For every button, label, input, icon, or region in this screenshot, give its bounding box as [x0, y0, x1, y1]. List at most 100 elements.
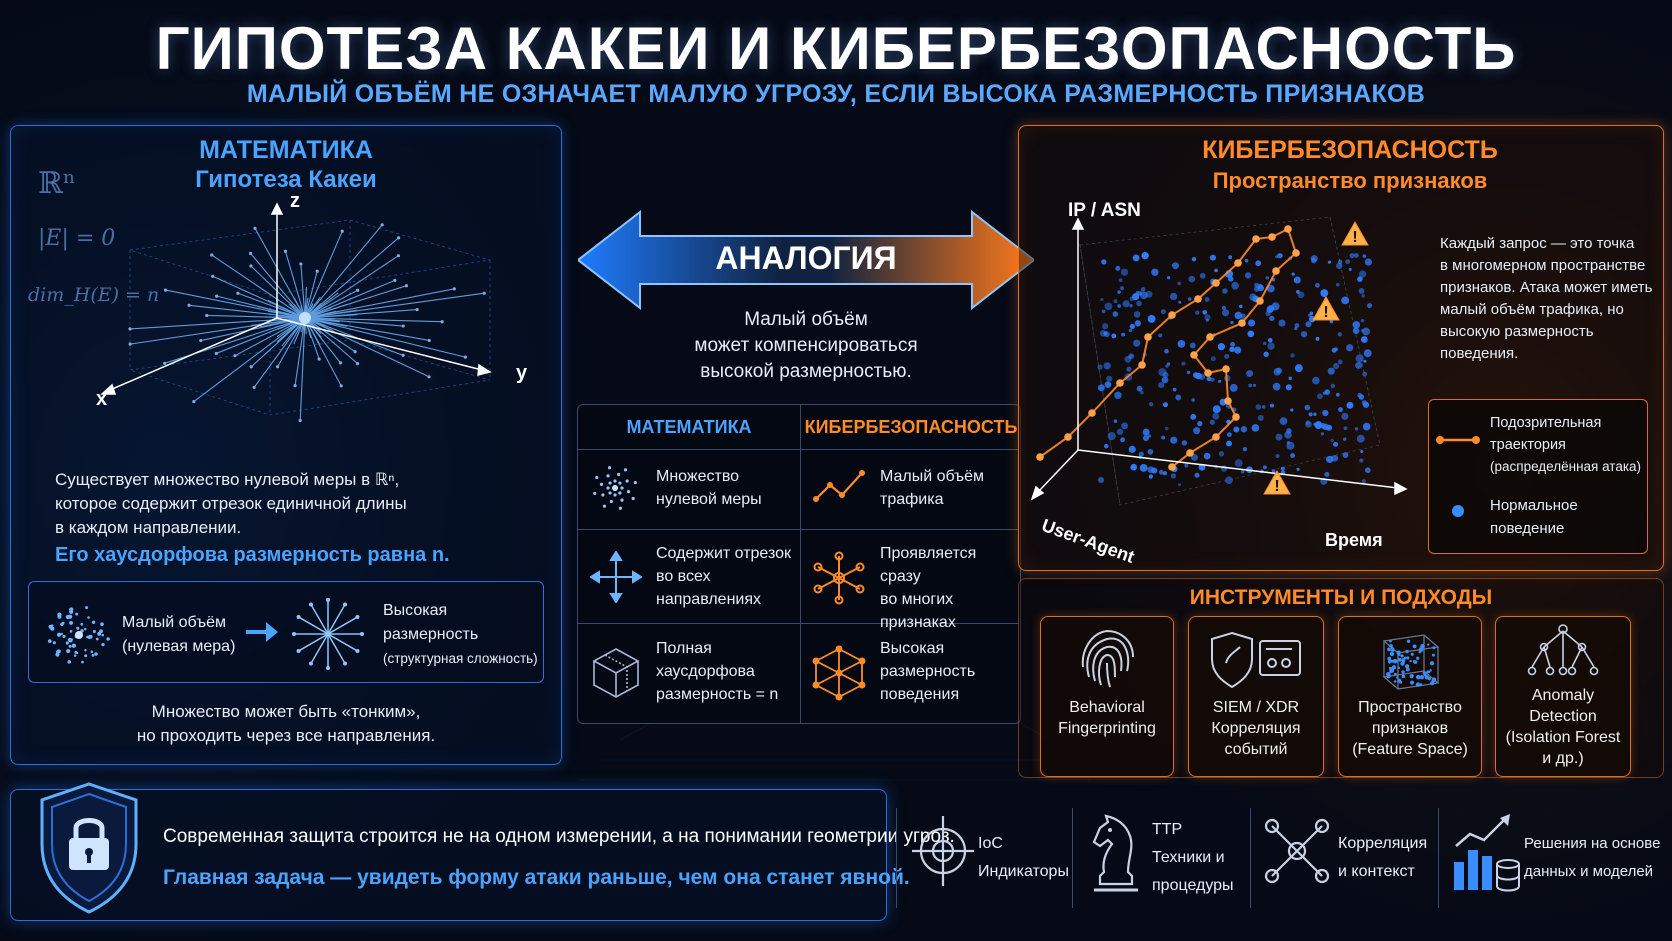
cluster-dot [52, 641, 56, 645]
star-tip [309, 602, 313, 607]
normal-point [1327, 367, 1335, 375]
attack-point [1190, 351, 1198, 359]
network-icon [1264, 818, 1330, 884]
warning-icon: ! [1263, 469, 1291, 495]
normal-point [1341, 412, 1349, 420]
normal-point [1229, 383, 1238, 392]
cluster-dot [106, 637, 110, 641]
normal-point [1293, 276, 1301, 284]
chess-knight-icon [1092, 814, 1138, 892]
normal-point [1102, 323, 1109, 330]
cube-point [1419, 675, 1424, 680]
normal-point [1107, 432, 1116, 441]
attack-point [1144, 333, 1152, 341]
pattern-dot [602, 504, 607, 508]
cube-point [1401, 674, 1406, 679]
normal-point [1184, 463, 1189, 468]
normal-point [1337, 259, 1343, 265]
normal-point [1254, 282, 1260, 288]
normal-point [1190, 413, 1197, 420]
normal-point [1337, 359, 1343, 365]
ray-tip [396, 236, 401, 240]
normal-point [1188, 275, 1196, 283]
cube-point [1391, 665, 1397, 670]
normal-point [1172, 387, 1177, 392]
cluster-dot [70, 638, 73, 642]
normal-point [1269, 403, 1274, 408]
normal-point [1251, 424, 1260, 432]
normal-point [1255, 404, 1262, 410]
normal-point [1360, 318, 1365, 323]
cube-point [1400, 661, 1405, 666]
cube-point [1423, 673, 1427, 677]
normal-point [1261, 405, 1266, 409]
cube-point [1416, 656, 1420, 660]
normal-point [1336, 262, 1343, 270]
ray-tip [338, 361, 343, 365]
cluster-dot [65, 641, 69, 645]
ray-tip [401, 324, 405, 328]
normal-point [1120, 437, 1126, 443]
normal-point [1288, 376, 1292, 381]
tool-anomaly-detection: Anomaly Detection (Isolation Forest и др… [1495, 616, 1631, 777]
ray-tip [249, 365, 253, 369]
normal-point [1220, 465, 1228, 472]
cube-point [1420, 643, 1425, 649]
normal-point [1279, 417, 1288, 426]
pattern-dot [617, 472, 621, 477]
normal-point [1203, 452, 1211, 460]
normal-point [1135, 290, 1140, 295]
normal-point [1331, 454, 1339, 462]
wire-cube-icon [593, 648, 639, 698]
normal-point [1158, 381, 1165, 389]
normal-point [1161, 376, 1169, 384]
normal-point [1322, 409, 1329, 417]
normal-point [1226, 440, 1233, 447]
cube-point [1390, 646, 1394, 650]
axis-y-label: y [516, 362, 528, 384]
cube-point [1404, 656, 1407, 659]
normal-point [1327, 260, 1331, 264]
normal-point [1242, 446, 1248, 452]
cube-point [1430, 681, 1435, 686]
normal-point [1164, 348, 1169, 354]
kakeya-ray [250, 265, 322, 335]
normal-point [1229, 346, 1235, 353]
bottom-item-ttp: TTP Техники и процедуры [1152, 821, 1234, 894]
attack-point [1168, 311, 1176, 319]
normal-point [1290, 408, 1294, 412]
normal-point [1181, 361, 1186, 366]
normal-point [1121, 332, 1126, 337]
normal-point [1240, 470, 1245, 474]
cube-point [1431, 653, 1435, 657]
cube-point [1397, 678, 1402, 683]
normal-point [1112, 311, 1119, 317]
normal-point [1129, 303, 1133, 308]
normal-point [1363, 349, 1372, 358]
normal-point [1101, 309, 1106, 314]
normal-point [1320, 289, 1329, 297]
cyber-panel [1018, 125, 1664, 571]
normal-point [1194, 472, 1200, 478]
normal-point [1221, 305, 1227, 310]
kakeya-ray [206, 314, 335, 320]
cluster-dot [101, 642, 105, 647]
table-row3-right: Высокая размерность поведения [880, 640, 976, 703]
cube-point [1405, 664, 1410, 669]
normal-point [1128, 328, 1133, 333]
normal-point [1248, 383, 1253, 388]
kakeya-ray [216, 295, 332, 326]
bottom-item-ioc: IoC Индикаторы [978, 835, 1069, 880]
cube-point [1418, 650, 1422, 654]
star-tip [355, 615, 360, 619]
pattern-dot [620, 486, 624, 490]
ray-tip [452, 287, 456, 291]
cube-point [1389, 668, 1395, 673]
normal-point [1191, 454, 1198, 461]
warning-icon: ! [1312, 295, 1340, 321]
cluster-dot [69, 607, 74, 612]
cube-point [1426, 643, 1430, 646]
normal-point [1244, 272, 1252, 279]
comparison-table: МАТЕМАТИКА КИБЕРБЕЗОПАСНОСТЬ Множество н… [577, 404, 1021, 724]
normal-point [1147, 434, 1152, 438]
